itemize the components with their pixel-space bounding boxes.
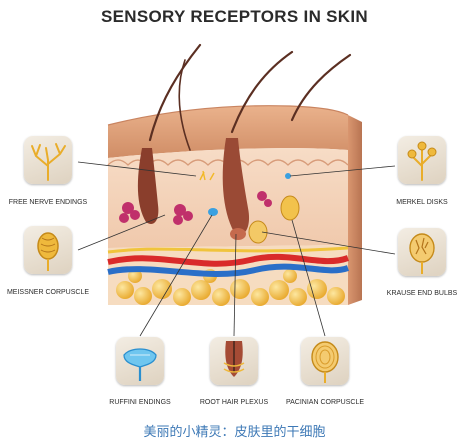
leader-lines xyxy=(77,161,396,337)
receptor-markers xyxy=(199,170,300,244)
merkel-disks-label: MERKEL DISKS xyxy=(396,199,448,206)
epidermis-surface xyxy=(108,105,348,158)
hair-shafts xyxy=(148,43,352,151)
diagram-title: SENSORY RECEPTORS IN SKIN xyxy=(101,7,368,26)
root-hair-plexus-tile xyxy=(210,337,258,385)
ruffini-endings-tile xyxy=(116,337,164,385)
skin-side-face xyxy=(348,115,362,305)
free-nerve-endings-icon xyxy=(31,143,66,181)
vein xyxy=(107,263,349,277)
pacinian-corpuscle-label: PACINIAN CORPUSCLE xyxy=(285,399,365,406)
root-hair-plexus-label: ROOT HAIR PLEXUS xyxy=(199,399,269,406)
free-nerve-endings-tile xyxy=(24,136,72,184)
meissner-corpuscle-tile xyxy=(24,226,72,274)
meissner-corpuscle-label: MEISSNER CORPUSCLE xyxy=(6,289,90,296)
sweat-glands xyxy=(119,191,272,225)
free-nerve-endings-label: FREE NERVE ENDINGS xyxy=(8,199,88,206)
ruffini-endings-icon xyxy=(123,348,157,381)
caption-text: 美丽的小精灵：皮肤里的干细胞 xyxy=(143,425,326,440)
ruffini-endings-label: RUFFINI ENDINGS xyxy=(109,399,171,406)
pacinian-corpuscle-tile xyxy=(301,337,349,385)
merkel-disks-icon xyxy=(407,141,437,181)
meissner-corpuscle-icon xyxy=(37,232,59,271)
krause-end-bulbs-tile xyxy=(398,228,446,276)
nerve-fiber xyxy=(107,246,349,254)
krause-end-bulbs-label: KRAUSE END BULBS xyxy=(386,290,458,297)
krause-end-bulbs-icon xyxy=(409,233,435,274)
artery xyxy=(107,253,350,267)
pacinian-corpuscle-icon xyxy=(311,341,339,383)
fat-cells xyxy=(116,269,345,306)
hair-follicles xyxy=(137,138,250,240)
merkel-disks-tile xyxy=(398,136,446,184)
root-hair-plexus-icon xyxy=(223,341,245,377)
